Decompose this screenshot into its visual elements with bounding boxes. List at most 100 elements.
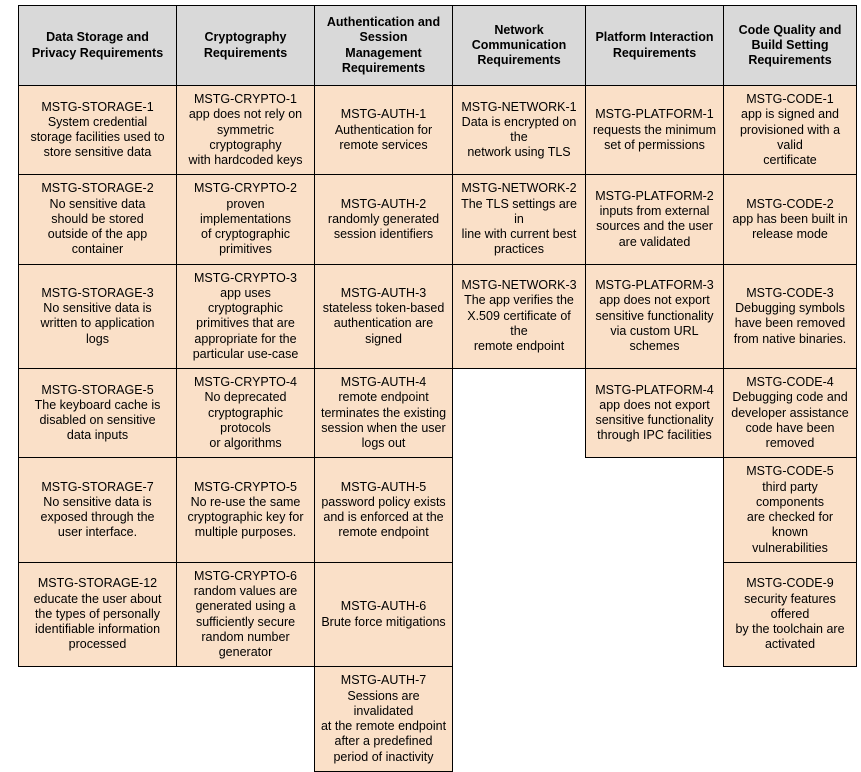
requirement-description: Brute force mitigations — [321, 614, 446, 629]
requirement-description: Data is encrypted on the network using T… — [461, 114, 577, 160]
requirement-id: MSTG-CODE-5 — [746, 464, 834, 479]
requirement-id: MSTG-AUTH-5 — [340, 479, 427, 494]
requirement-description: The app verifies the X.509 certificate o… — [464, 293, 574, 354]
column-header-data-storage-and-privacy-requirements: Data Storage and Privacy Requirements — [18, 5, 177, 86]
requirement-id: MSTG-STORAGE-12 — [37, 576, 158, 591]
column-header-network-communication-requirements: Network Communication Requirements — [452, 5, 586, 86]
empty-cell — [585, 666, 724, 772]
requirement-id: MSTG-CRYPTO-5 — [193, 479, 298, 494]
requirement-description: requests the minimum set of permissions — [593, 122, 716, 152]
requirement-description: stateless token-based authentication are… — [322, 301, 445, 346]
requirement-id: MSTG-NETWORK-2 — [461, 181, 577, 196]
requirement-id: MSTG-PLATFORM-3 — [595, 278, 714, 293]
requirement-id: MSTG-STORAGE-5 — [41, 382, 154, 397]
requirement-description: The TLS settings are in line with curren… — [461, 196, 577, 257]
requirement-id: MSTG-AUTH-1 — [340, 107, 427, 122]
requirement-description: password policy exists and is enforced a… — [321, 494, 446, 540]
requirement-description: proven implementations of cryptographic … — [199, 196, 291, 257]
empty-cell — [452, 562, 586, 667]
empty-cell — [18, 666, 177, 772]
empty-cell — [723, 666, 857, 772]
empty-cell — [452, 457, 586, 563]
requirement-id: MSTG-AUTH-3 — [340, 285, 427, 300]
requirement-id: MSTG-CODE-3 — [746, 285, 834, 300]
requirement-id: MSTG-STORAGE-3 — [41, 285, 154, 300]
requirement-description: Sessions are invalidated at the remote e… — [320, 688, 447, 764]
requirement-description: app does not export sensitive functional… — [595, 293, 714, 354]
requirement-description: Debugging code and developer assistance … — [731, 390, 849, 450]
requirement-description: System credential storage facilities use… — [30, 114, 165, 160]
empty-cell — [452, 368, 586, 458]
requirement-description: randomly generated session identifiers — [327, 211, 440, 241]
requirement-description: remote endpoint terminates the existing … — [320, 390, 447, 450]
requirement-description: app has been built in release mode — [732, 211, 848, 241]
requirement-description: security features offered by the toolcha… — [735, 591, 845, 652]
requirement-id: MSTG-CODE-2 — [746, 196, 834, 211]
requirement-id: MSTG-AUTH-4 — [340, 375, 427, 389]
requirement-id: MSTG-NETWORK-3 — [461, 278, 577, 293]
requirement-description: The keyboard cache is disabled on sensit… — [34, 397, 161, 443]
requirement-id: MSTG-CRYPTO-3 — [193, 270, 298, 285]
empty-cell — [585, 457, 724, 563]
column-header-code-quality-and-build-setting-requirements: Code Quality and Build Setting Requireme… — [723, 5, 857, 86]
requirement-id: MSTG-CODE-9 — [746, 576, 834, 591]
requirement-description: app is signed and provisioned with a val… — [739, 107, 841, 167]
requirement-id: MSTG-CRYPTO-2 — [193, 181, 298, 196]
requirement-description: educate the user about the types of pers… — [33, 591, 162, 652]
requirement-id: MSTG-PLATFORM-1 — [595, 107, 714, 122]
requirement-id: MSTG-CRYPTO-6 — [193, 568, 298, 583]
empty-cell — [585, 562, 724, 667]
empty-cell — [452, 666, 586, 772]
requirement-description: No sensitive data is exposed through the… — [40, 494, 155, 540]
empty-cell — [176, 666, 315, 772]
requirement-id: MSTG-STORAGE-1 — [41, 99, 154, 114]
requirement-id: MSTG-CRYPTO-1 — [193, 92, 298, 106]
requirement-description: third party components are checked for k… — [746, 479, 834, 555]
requirement-description: No sensitive data is written to applicat… — [40, 301, 155, 346]
requirement-description: Authentication for remote services — [334, 122, 433, 152]
requirement-id: MSTG-CODE-4 — [746, 375, 834, 389]
